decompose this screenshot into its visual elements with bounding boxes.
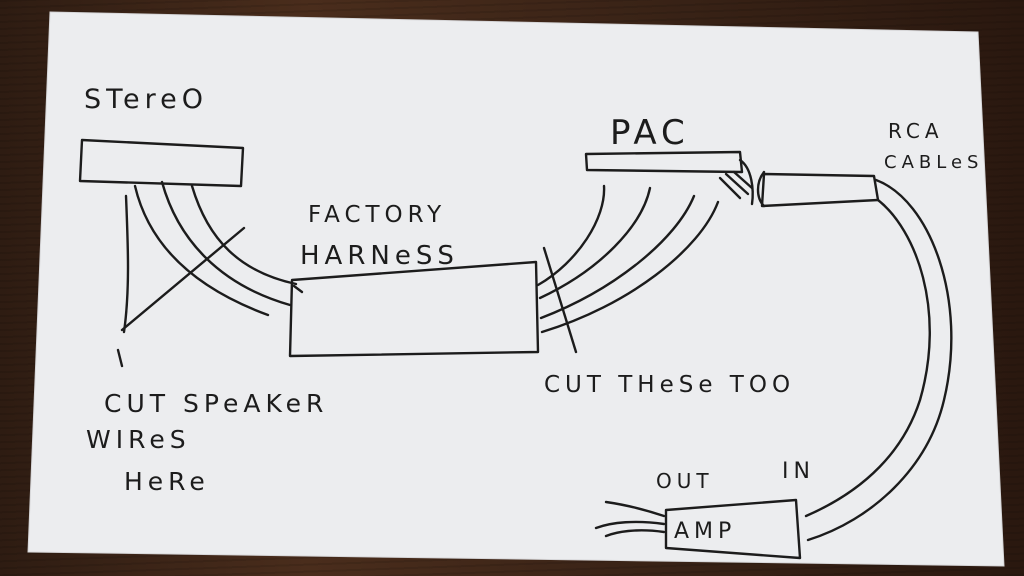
label-pac: PAC <box>610 113 690 153</box>
harness-mark <box>292 284 304 294</box>
pac-connector-hatch-1 <box>718 176 742 200</box>
pac-wire-3 <box>539 194 696 320</box>
stereo-box <box>78 138 245 188</box>
amp-box <box>664 498 802 560</box>
factory-harness-box <box>288 260 540 358</box>
label-cut-speaker-2: WIReS <box>86 425 191 454</box>
speaker-wire-4 <box>190 184 298 286</box>
label-factory-harness-1: FACTORY <box>308 202 446 228</box>
label-cut-speaker-3: HeRe <box>124 467 210 496</box>
label-factory-harness-2: HARNeSS <box>300 241 459 271</box>
pac-connector-hatch-3 <box>732 170 754 190</box>
pac-connector <box>738 158 754 206</box>
pac-connector-hatch-2 <box>724 172 750 196</box>
pac-wire-1 <box>536 184 606 287</box>
label-cut-these-too: CUT THeSe TOO <box>544 372 795 398</box>
label-out: OUT <box>656 469 714 493</box>
amp-out-wire-3 <box>604 529 666 538</box>
label-amp: AMP <box>674 519 736 544</box>
label-rca-1: RCA <box>888 119 944 143</box>
speaker-wire-2 <box>133 184 270 317</box>
paper-sheet <box>27 11 1005 567</box>
cut-mark-speaker <box>120 226 246 332</box>
amp-out-wire-2 <box>594 520 666 530</box>
speaker-wire-3 <box>160 180 292 307</box>
pac-box <box>584 150 744 174</box>
cut-mark-pac <box>542 246 578 354</box>
rca-cable-end <box>756 170 766 208</box>
pac-wire-4 <box>540 200 720 334</box>
label-in: IN <box>782 459 815 484</box>
label-rca-2: CABLeS <box>884 152 983 173</box>
speaker-wire-1 <box>122 194 130 334</box>
pac-wire-2 <box>538 186 652 300</box>
label-cut-speaker-1: CUT SPeAKeR <box>104 389 328 418</box>
label-stereo: STereO <box>84 84 208 115</box>
cut-arrow-speaker <box>116 348 124 368</box>
rca-cable-inner <box>804 198 931 518</box>
rca-cable-outer <box>806 178 953 542</box>
amp-out-wire-1 <box>604 500 666 518</box>
